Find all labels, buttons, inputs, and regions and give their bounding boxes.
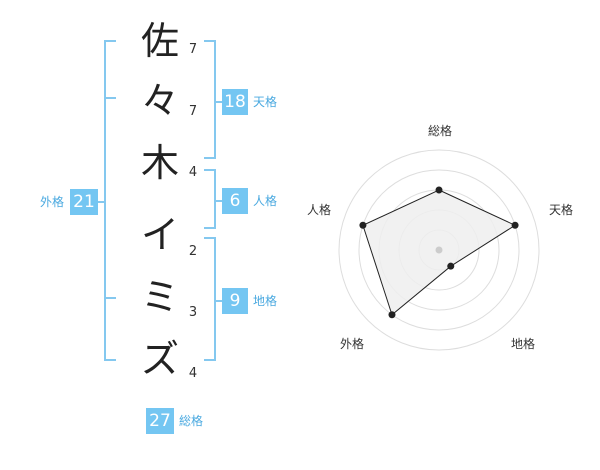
chikaku-bracket <box>204 237 216 361</box>
stroke-count-6: 4 <box>188 366 198 381</box>
jinkaku-label: 人格 <box>253 194 278 208</box>
name-char-1: 佐 <box>140 19 179 63</box>
name-char-3: 木 <box>140 141 179 185</box>
radar-point-4 <box>359 221 367 229</box>
jinkaku-bracket <box>204 169 216 229</box>
stroke-count-5: 3 <box>188 305 198 320</box>
radar-center-point <box>435 246 443 254</box>
stroke-count-3: 4 <box>188 165 198 180</box>
radar-axis-label-gaikaku: 外格 <box>340 337 365 351</box>
name-char-4: イ <box>140 213 179 257</box>
stroke-count-2: 7 <box>188 104 198 119</box>
radar-grid-ring <box>338 149 540 351</box>
radar-grid-ring <box>358 169 520 331</box>
gaikaku-value: 21 <box>70 189 98 215</box>
radar-axis-label-soukaku: 総格 <box>428 124 453 138</box>
name-char-2: 々 <box>140 79 179 123</box>
radar-point-0 <box>435 186 443 194</box>
radar-axis-label-chikaku: 地格 <box>511 337 536 351</box>
tenkaku-label: 天格 <box>253 95 278 109</box>
radar-point-2 <box>447 262 455 270</box>
name-char-5: ミ <box>140 275 179 319</box>
radar-axis-label-tenkaku: 天格 <box>549 203 574 217</box>
soukaku-value: 27 <box>146 408 174 434</box>
name-char-6: ズ <box>140 337 179 381</box>
tenkaku-value: 18 <box>222 89 248 115</box>
soukaku-label: 総格 <box>179 414 204 428</box>
tenkaku-bracket <box>204 40 216 159</box>
radar-point-3 <box>388 311 396 319</box>
chikaku-value: 9 <box>222 288 248 314</box>
gaikaku-bracket <box>104 40 116 361</box>
radar-point-1 <box>511 221 519 229</box>
gaikaku-label: 外格 <box>40 195 65 209</box>
jinkaku-value: 6 <box>222 188 248 214</box>
stroke-count-1: 7 <box>188 42 198 57</box>
stroke-count-4: 2 <box>188 244 198 259</box>
radar-axis-label-jinkaku: 人格 <box>307 203 332 217</box>
chikaku-label: 地格 <box>253 294 278 308</box>
